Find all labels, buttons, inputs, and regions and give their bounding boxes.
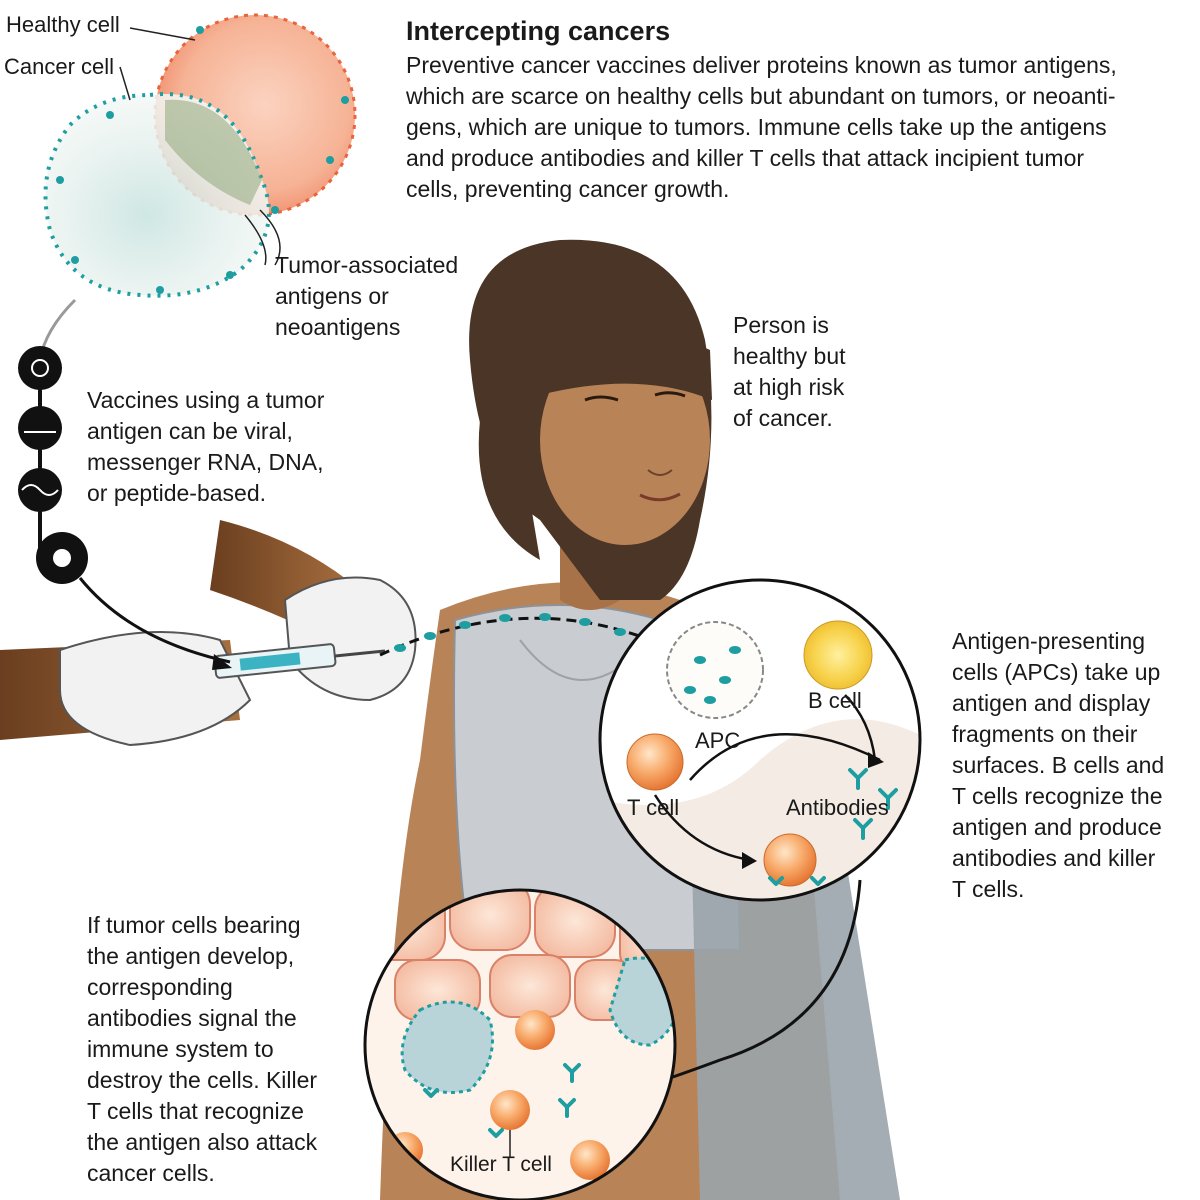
apc-caption-line: Antigen-presenting [952,628,1146,654]
killer-t-cell [763,833,817,887]
immune-response-zoom [598,578,922,902]
tumor-caption-line: corresponding [87,974,233,1000]
person-caption-line: Person is [733,312,829,338]
antigens-label-line: neoantigens [275,314,401,340]
tumor-caption-line: antibodies signal the [87,1005,297,1031]
apc-caption-line: antigen and produce [952,814,1162,840]
intro-line: cells, preventing cancer growth. [406,176,730,202]
cell-diagram [43,13,357,298]
vaccine-type-chain [18,298,232,670]
intro-line: and produce antibodies and killer T cell… [406,145,1085,171]
intro-line: Preventive cancer vaccines deliver prote… [406,52,1117,78]
intro-paragraph: Preventive cancer vaccines deliver prote… [406,50,1186,205]
antigens-label-line: Tumor-associated [275,252,459,278]
b-cell-label: B cell [808,688,862,713]
vaccines-caption-line: antigen can be viral, [87,418,293,444]
antibodies-label: Antibodies [786,795,889,820]
killer-t-cell-label: Killer T cell [450,1153,552,1176]
page-title: Intercepting cancers [406,16,671,46]
apc-caption-line: T cells. [952,876,1025,902]
tumor-caption-line: T cells that recognize [87,1098,304,1124]
vaccines-caption-line: Vaccines using a tumor [87,387,325,413]
antigens-label-line: antigens or [275,283,389,309]
t-cell-label: T cell [627,795,680,820]
tumor-caption-line: If tumor cells bearing [87,912,301,938]
t-cell [626,733,684,791]
healthy-cell-label: Healthy cell [6,12,120,37]
tumor-caption-line: cancer cells. [87,1160,215,1186]
tumor-caption-line: the antigen develop, [87,943,295,969]
apc-caption-line: T cells recognize the [952,783,1163,809]
tumor-cell [400,1000,494,1094]
person-caption: Person is healthy but at high risk of ca… [733,310,846,434]
tumor-caption-line: immune system to [87,1036,274,1062]
person-caption-line: healthy but [733,343,846,369]
vaccines-caption: Vaccines using a tumor antigen can be vi… [87,385,324,509]
person-caption-line: of cancer. [733,405,833,431]
tumor-caption-line: destroy the cells. Killer [87,1067,318,1093]
apc-label: APC [695,728,741,753]
apc-caption-line: antigen and display [952,690,1151,716]
mrna-icon [18,406,62,450]
tumor-caption: If tumor cells bearing the antigen devel… [87,910,317,1189]
apc-caption-line: fragments on their [952,721,1138,747]
vaccines-caption-line: messenger RNA, DNA, [87,449,324,475]
vaccines-caption-line: or peptide-based. [87,480,267,506]
apc-caption: Antigen-presenting cells (APCs) take up … [952,626,1164,905]
person-caption-line: at high risk [733,374,845,400]
virus-icon [18,346,62,390]
antigen-stream [379,613,651,657]
b-cell [803,620,873,690]
syringe [213,643,386,679]
apc-cell [666,621,764,719]
antigens-label: Tumor-associated antigens or neoantigens [275,250,458,343]
apc-caption-line: antibodies and killer [952,845,1156,871]
apc-caption-line: cells (APCs) take up [952,659,1161,685]
injection-scene [0,520,417,747]
intro-line: which are scarce on healthy cells but ab… [406,83,1116,109]
apc-caption-line: surfaces. B cells and [952,752,1165,778]
cancer-cell-label: Cancer cell [4,54,115,79]
intro-line: gens, which are unique to tumors. Immune… [406,114,1107,140]
tumor-caption-line: the antigen also attack [87,1129,318,1155]
